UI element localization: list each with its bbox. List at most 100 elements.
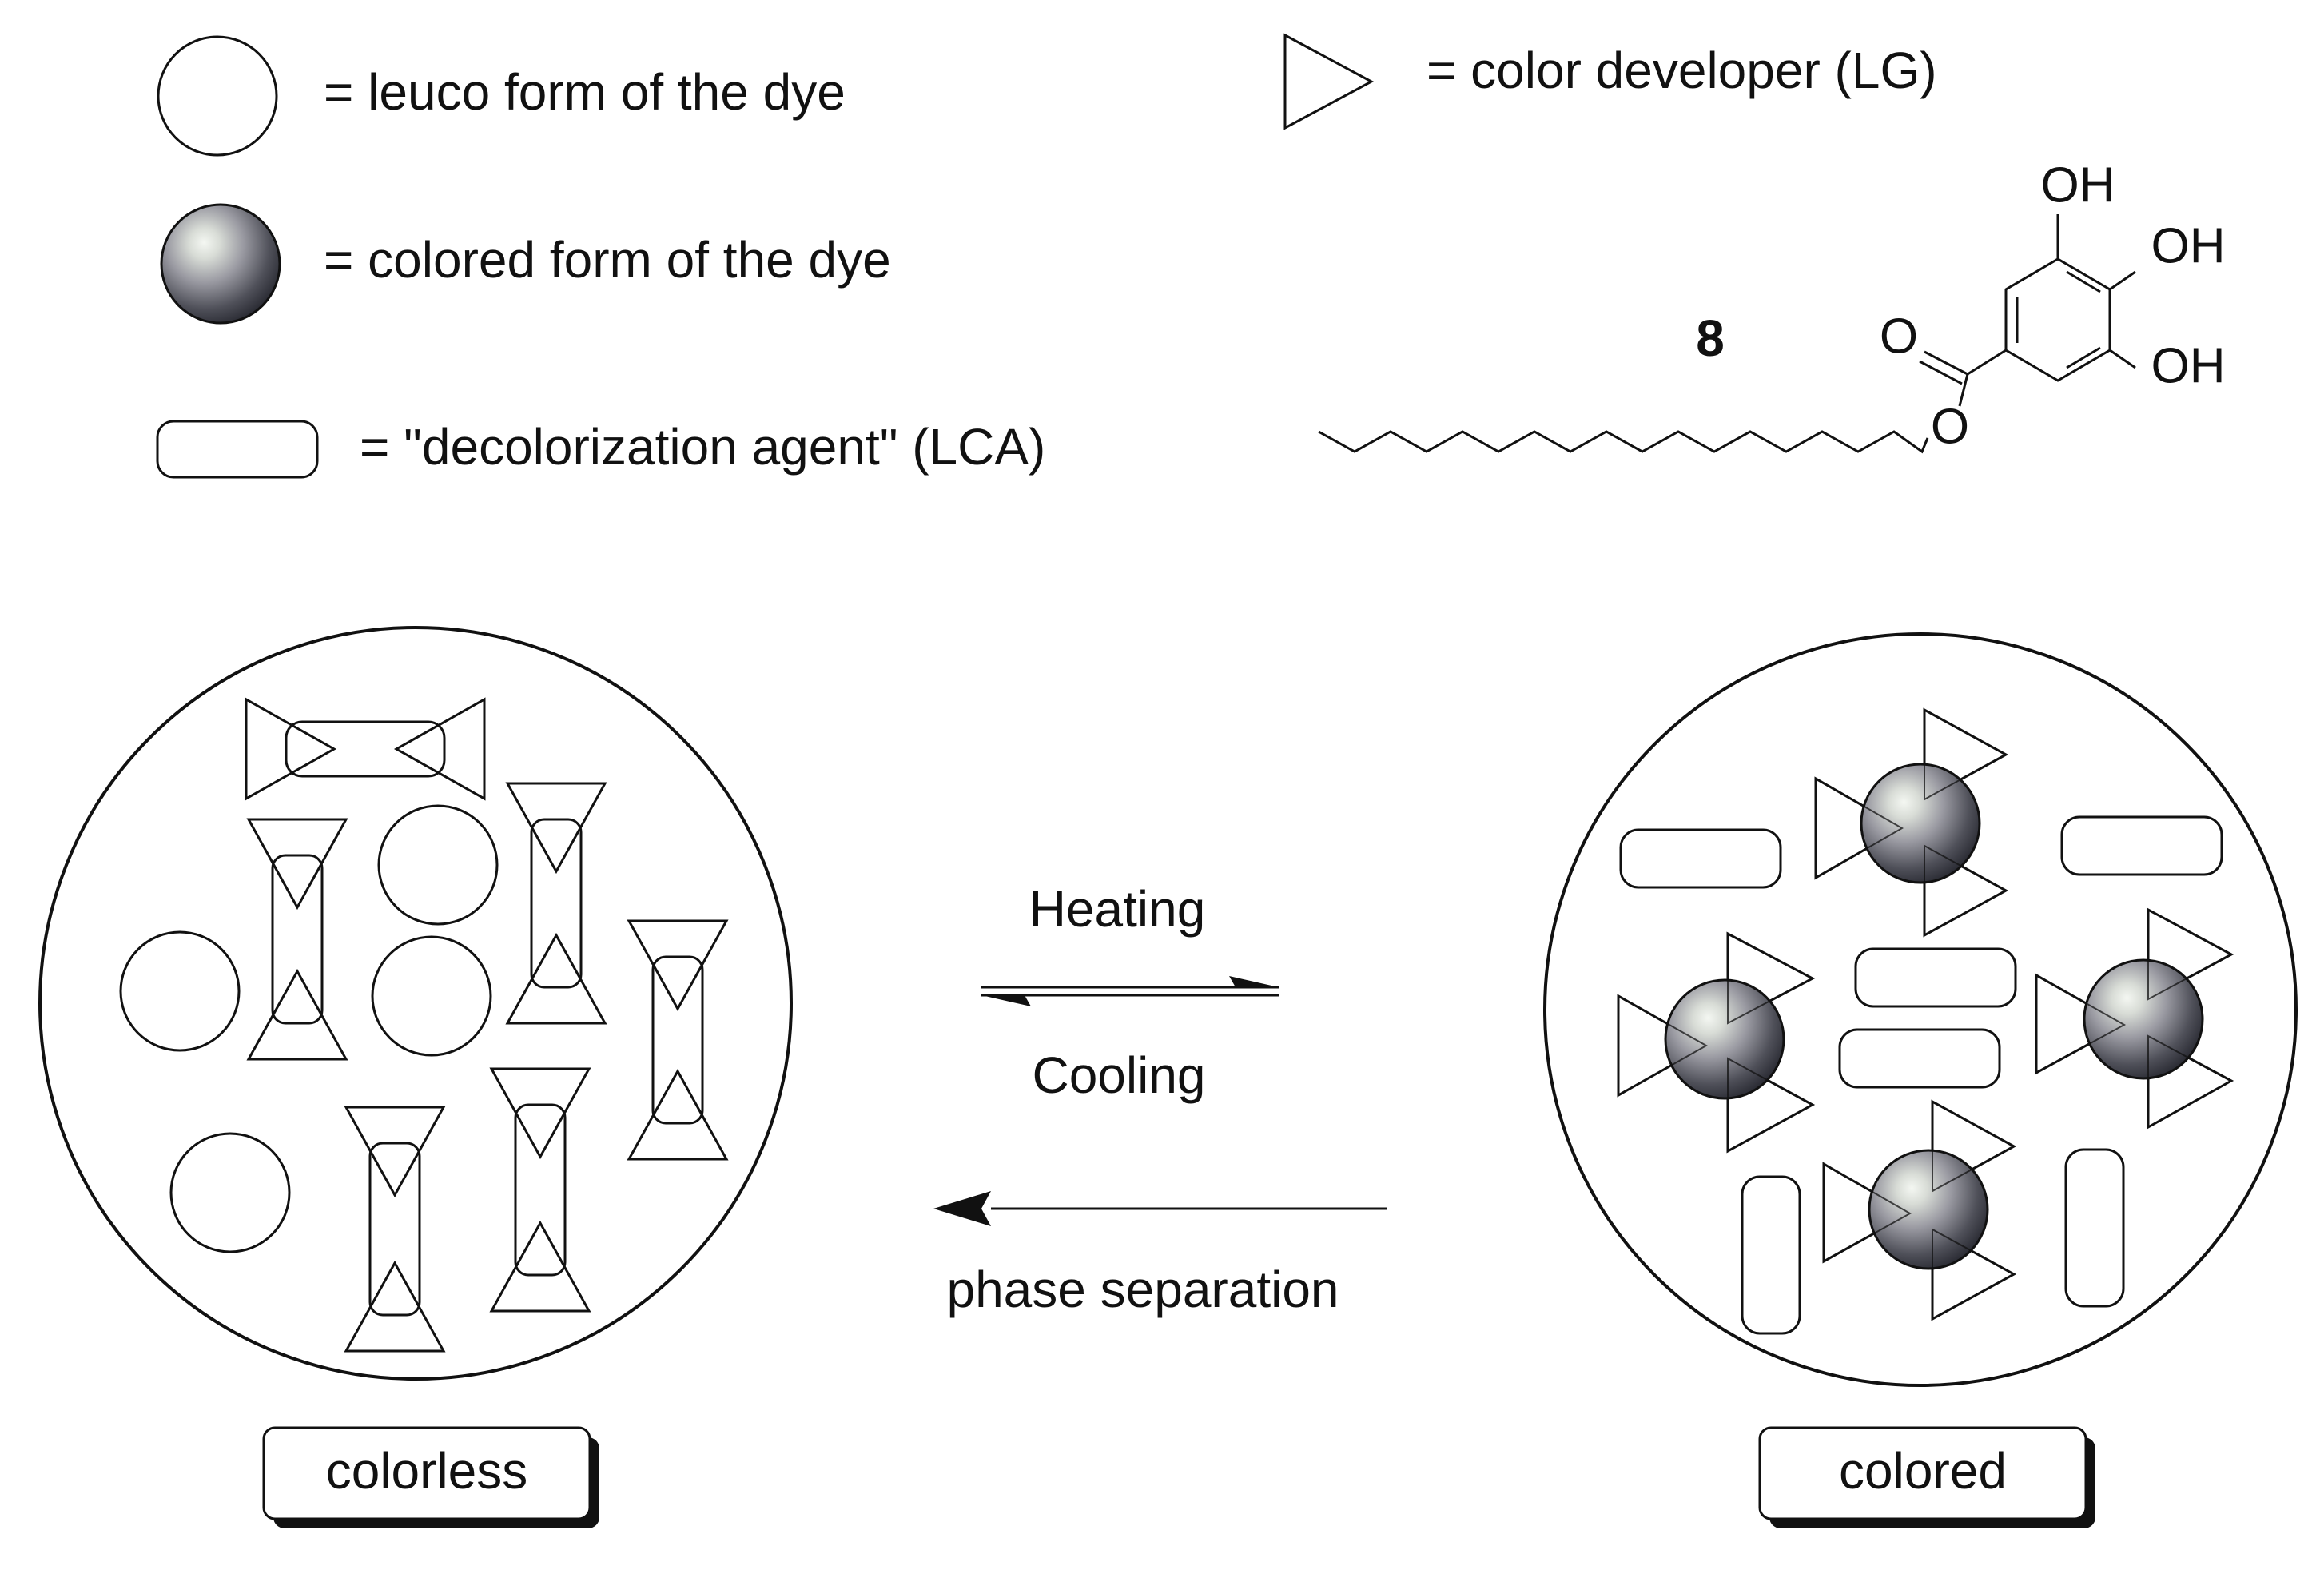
colored-dye-complex <box>1814 707 2009 938</box>
colorless-phase-contents <box>119 697 729 1353</box>
decolorization-agent-rect <box>1741 1175 1801 1335</box>
legend: = leuco form of the dye = colored form o… <box>156 33 1937 479</box>
agent-rect <box>530 818 583 989</box>
hydroxyl-label-bottom: OH <box>2151 338 2226 393</box>
legend-agent: = "decolorization agent" (LCA) <box>156 418 1045 479</box>
lca-developer-complex <box>344 1106 446 1353</box>
developer-triangle <box>489 1220 591 1313</box>
leuco-dye-circle <box>371 935 492 1057</box>
carbonyl-bond-2 <box>1919 360 1963 385</box>
colored-state: colored <box>1543 632 2298 1528</box>
colored-label: colored <box>1839 1442 2007 1500</box>
agent-rect <box>271 854 324 1025</box>
decolorization-agent-rect <box>2060 815 2223 876</box>
lca-developer-complex <box>246 818 348 1061</box>
oh-bond-2 <box>2109 270 2136 291</box>
leuco-dye-circle <box>377 804 499 926</box>
alkyl-chain-bond <box>1318 430 1929 454</box>
decolorization-agent-rect <box>1854 947 2017 1008</box>
decolorization-agent-rect <box>1619 828 1782 889</box>
lca-developer-complex <box>627 919 729 1161</box>
developer-triangle-outline <box>1727 1057 1815 1153</box>
compound-number: 8 <box>1696 309 1725 367</box>
developer-triangle-outline <box>2035 974 2127 1074</box>
colored-dye-sphere <box>2083 958 2204 1080</box>
developer-triangle <box>245 697 337 801</box>
developer-triangle <box>505 932 607 1025</box>
forward-arrow-head <box>1229 976 1279 987</box>
colored-dye-complex <box>2035 907 2234 1130</box>
developer-triangle-outline <box>1924 708 2008 801</box>
benzene-ring <box>2004 257 2111 382</box>
lca-developer-complex <box>245 697 486 801</box>
carbonyl-oxygen-label: O <box>1880 309 1918 364</box>
developer-triangle-outline <box>1815 777 1904 879</box>
legend-developer: = color developer (LG) <box>1283 33 1937 130</box>
colorless-label-box <box>262 1426 591 1520</box>
ring-attach-bond <box>1967 349 2007 376</box>
colorless-label: colorless <box>326 1442 528 1500</box>
legend-leuco-label: = leuco form of the dye <box>324 63 846 121</box>
agent-rect <box>514 1103 567 1277</box>
lca-developer-complex <box>505 782 607 1025</box>
developer-triangle <box>627 919 729 1012</box>
hydroxyl-label-top: OH <box>2041 157 2115 213</box>
colored-dye-sphere <box>1868 1149 1989 1270</box>
developer-triangle-outline <box>1924 844 2008 937</box>
developer-triangle-outline <box>1823 1162 1912 1263</box>
developer-triangle-outline <box>2147 1034 2234 1129</box>
leuco-dye-circle <box>119 930 241 1052</box>
ester-bond <box>1958 373 1969 407</box>
developer-triangle-outline <box>1932 1100 2016 1193</box>
hydroxyl-label-middle: OH <box>2151 218 2226 273</box>
ring-double-bond-2 <box>2066 270 2101 293</box>
colored-label-box <box>1758 1426 2087 1520</box>
phase-separation-label: phase separation <box>946 1261 1339 1318</box>
colored-dye-sphere <box>1664 978 1785 1100</box>
reverse-arrow-head <box>981 995 1031 1006</box>
legend-colored: = colored form of the dye <box>160 203 891 325</box>
agent-rect <box>368 1142 421 1317</box>
decolorization-agent-rect-icon <box>156 420 319 479</box>
developer-triangle-outline <box>1618 994 1709 1097</box>
colorless-state: colorless <box>38 626 793 1528</box>
oh-bond-3 <box>2109 349 2136 369</box>
colored-dye-complex <box>1822 1099 2017 1321</box>
compound-8-structure: 8 O O OH OH OH <box>1318 157 2226 454</box>
color-developer-triangle-icon <box>1283 33 1375 130</box>
phase-separation-arrow-head <box>933 1191 991 1226</box>
ring-double-bond-3 <box>2066 346 2101 369</box>
developer-triangle-outline <box>1932 1228 2016 1321</box>
legend-agent-label: = "decolorization agent" (LCA) <box>360 418 1045 476</box>
developer-triangle-outline <box>1727 932 1815 1025</box>
developer-triangle <box>344 1260 446 1353</box>
developer-triangle <box>246 968 348 1061</box>
equilibrium-arrows: Heating Cooling <box>981 880 1279 1104</box>
colored-phase-contents <box>1617 707 2234 1335</box>
legend-colored-label: = colored form of the dye <box>324 231 891 289</box>
lca-developer-complex <box>489 1067 591 1313</box>
developer-triangle <box>489 1067 591 1160</box>
developer-triangle <box>393 697 486 801</box>
decolorization-agent-rect <box>1838 1028 2001 1089</box>
developer-triangle <box>246 818 348 911</box>
legend-developer-label: = color developer (LG) <box>1427 42 1937 99</box>
agent-rect <box>285 720 446 778</box>
agent-rect <box>651 955 704 1125</box>
legend-leuco: = leuco form of the dye <box>157 35 846 157</box>
phase-separation-arrow: phase separation <box>933 1191 1387 1318</box>
developer-triangle <box>344 1106 446 1198</box>
ester-oxygen-label: O <box>1931 399 1969 454</box>
decolorization-agent-rect <box>2064 1148 2125 1308</box>
heating-label: Heating <box>1029 880 1206 938</box>
developer-triangle <box>627 1068 729 1161</box>
colored-dye-sphere-icon <box>160 203 281 325</box>
carbonyl-bond-1 <box>1924 350 1968 376</box>
colored-dye-sphere <box>1860 763 1981 884</box>
leuco-dye-circle <box>169 1132 291 1253</box>
developer-triangle <box>505 782 607 875</box>
cooling-label: Cooling <box>1032 1046 1205 1104</box>
leuco-dye-circle-icon <box>157 35 278 157</box>
